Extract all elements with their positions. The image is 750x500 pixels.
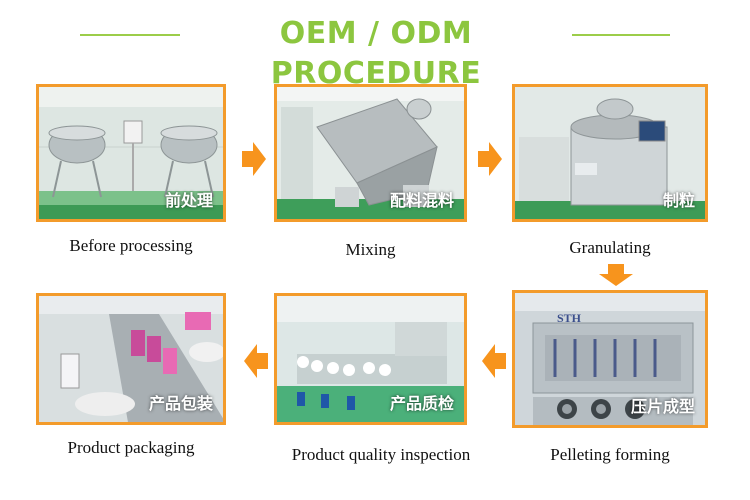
step-card-pelleting-forming: STH 压片成型 (512, 290, 708, 428)
caption-quality-inspection: Product quality inspection (291, 445, 471, 464)
step-tag-product-packaging: 产品包装 (148, 394, 213, 413)
step-tag-before-processing: 前处理 (164, 191, 213, 210)
step-card-quality-inspection: 产品质检 (274, 293, 467, 425)
product-packaging-photo (39, 296, 223, 422)
arrow-right-icon (478, 142, 502, 176)
caption-product-packaging: Product packaging (67, 438, 195, 457)
arrow-right-icon (242, 142, 266, 176)
before-processing-photo (39, 87, 223, 219)
caption-mixing: Mixing (345, 240, 396, 259)
arrow-left-icon (482, 344, 506, 378)
caption-pelleting-forming: Pelleting forming (550, 445, 670, 464)
header-rule-left (80, 34, 180, 36)
arrow-left-icon (244, 344, 268, 378)
quality-inspection-photo (277, 296, 464, 422)
machine-label: STH (557, 311, 582, 325)
page-title: OEM / ODM PROCEDURE (270, 16, 482, 91)
pelleting-forming-photo (515, 293, 705, 425)
step-tag-quality-inspection: 产品质检 (389, 394, 454, 413)
step-tag-mixing: 配料混料 (389, 191, 454, 210)
page-header: OEM / ODM PROCEDURE (0, 0, 750, 91)
caption-before-processing: Before processing (69, 236, 193, 255)
step-card-granulating: 制粒 (512, 84, 708, 222)
arrow-down-icon (599, 264, 633, 286)
step-card-mixing: 配料混料 (274, 84, 467, 222)
step-card-before-processing: 前处理 (36, 84, 226, 222)
header-rule-right (572, 34, 670, 36)
step-tag-pelleting-forming: 压片成型 (630, 397, 695, 416)
mixing-photo (277, 87, 464, 219)
step-card-product-packaging: 产品包装 (36, 293, 226, 425)
caption-granulating: Granulating (569, 238, 651, 257)
step-tag-granulating: 制粒 (662, 191, 695, 210)
granulating-photo (515, 87, 705, 219)
